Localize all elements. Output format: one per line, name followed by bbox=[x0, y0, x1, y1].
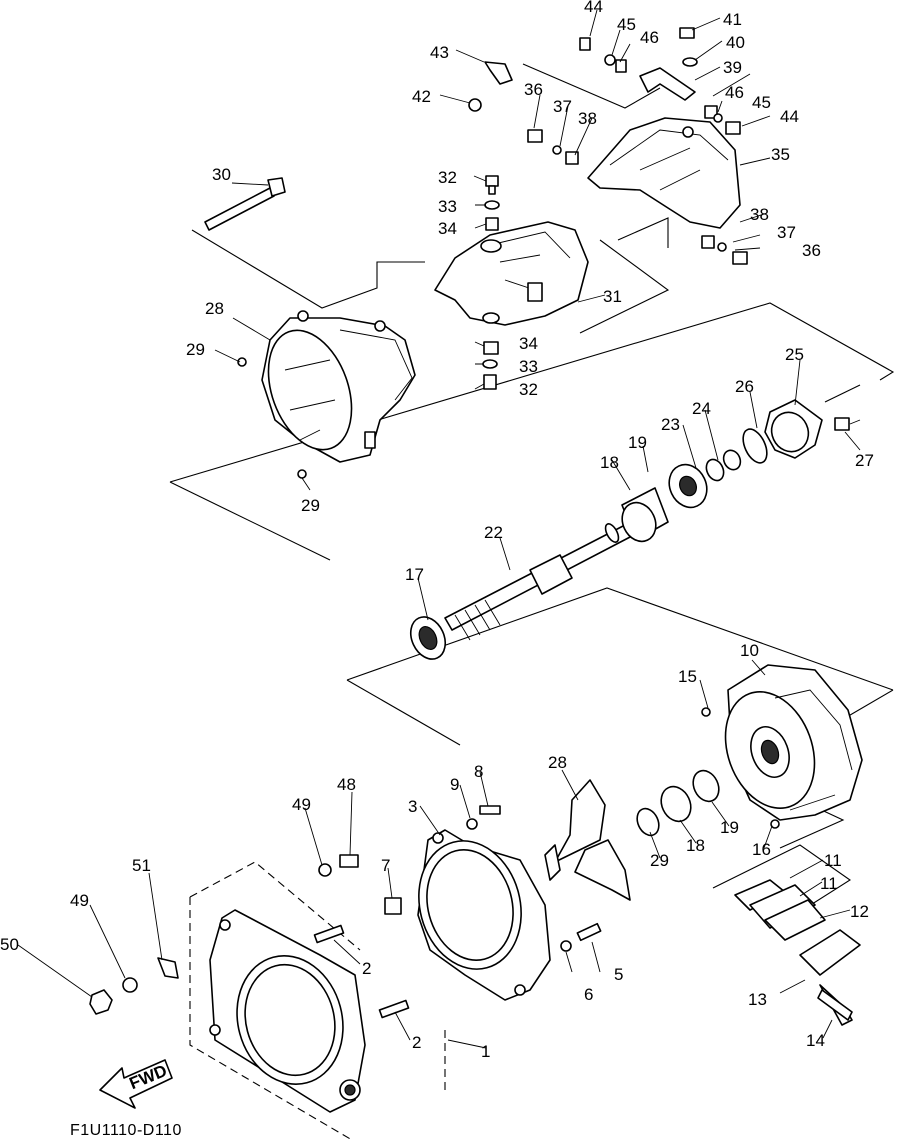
steering-nozzle-part-28 bbox=[261, 310, 416, 463]
callout-8: 9 bbox=[450, 775, 459, 794]
deflector-part-35 bbox=[587, 117, 741, 229]
callout-36b: 36 bbox=[802, 241, 821, 260]
callout-11b: 12 bbox=[850, 902, 869, 921]
callout-2b: 2 bbox=[412, 1033, 421, 1052]
callout-37b: 37 bbox=[777, 223, 796, 242]
callout-10: 11 bbox=[820, 874, 838, 893]
callout-46a: 46 bbox=[640, 28, 659, 47]
impeller-part-26 bbox=[544, 779, 631, 901]
callout-20: 22 bbox=[484, 523, 503, 542]
callout-9: 10 bbox=[740, 641, 759, 660]
callout-23: 25 bbox=[785, 345, 804, 364]
forward-direction-arrow: FWD bbox=[99, 1059, 173, 1109]
callout-5: 6 bbox=[584, 985, 593, 1004]
callout-44b: 44 bbox=[780, 107, 799, 126]
callout-39: 39 bbox=[723, 58, 742, 77]
callout-48: 49 bbox=[292, 795, 311, 814]
callout-34b: 34 bbox=[519, 334, 538, 353]
callout-34a: 34 bbox=[438, 219, 457, 238]
callout-30: 30 bbox=[212, 165, 231, 184]
callout-35: 35 bbox=[771, 145, 790, 164]
callout-13: 14 bbox=[806, 1031, 825, 1050]
callout-50: 50 bbox=[0, 935, 19, 954]
callout-labels: 44 45 46 41 40 39 43 42 36 37 38 46 45 4… bbox=[0, 0, 874, 1061]
callout-29b: 29 bbox=[301, 496, 320, 515]
intake-dashed-outline bbox=[189, 861, 446, 1140]
callout-11a: 11 bbox=[824, 851, 842, 870]
callout-4: 5 bbox=[614, 965, 623, 984]
callout-36a: 36 bbox=[524, 80, 543, 99]
linkage-parts-39-43 bbox=[484, 61, 696, 101]
callout-15: 17 bbox=[405, 565, 424, 584]
pump-housing-part-9 bbox=[724, 664, 863, 821]
callout-2a: 2 bbox=[362, 959, 371, 978]
fasteners bbox=[89, 27, 853, 1021]
callout-28: 28 bbox=[205, 299, 224, 318]
callout-12: 13 bbox=[748, 990, 767, 1009]
diagram-code: F1U1110-D110 bbox=[70, 1122, 182, 1139]
callout-19: 19 bbox=[720, 818, 739, 837]
callout-33a: 33 bbox=[438, 197, 457, 216]
intake-duct-part-1 bbox=[209, 909, 366, 1113]
bearings-and-seals bbox=[409, 399, 823, 837]
drive-shaft-part-20 bbox=[444, 523, 633, 641]
callout-32b: 32 bbox=[519, 380, 538, 399]
callout-37a: 37 bbox=[553, 97, 572, 116]
callout-31: 31 bbox=[603, 287, 622, 306]
callout-33b: 33 bbox=[519, 357, 538, 376]
callout-17: 19 bbox=[628, 433, 647, 452]
callout-32a: 32 bbox=[438, 168, 457, 187]
callout-40: 40 bbox=[726, 33, 745, 52]
callout-14b: 16 bbox=[752, 840, 771, 859]
callout-51: 51 bbox=[132, 856, 151, 875]
callout-45b: 45 bbox=[752, 93, 771, 112]
callout-18: 18 bbox=[686, 836, 705, 855]
callout-38a: 38 bbox=[578, 109, 597, 128]
callout-41: 41 bbox=[723, 10, 742, 29]
duct-adaptor-part-3 bbox=[417, 829, 551, 1001]
callout-26: 28 bbox=[548, 753, 567, 772]
callout-7: 8 bbox=[474, 762, 483, 781]
callout-27: 29 bbox=[650, 851, 669, 870]
callout-22: 24 bbox=[692, 399, 711, 418]
callout-3: 3 bbox=[408, 797, 417, 816]
callout-45a: 45 bbox=[617, 15, 636, 34]
callout-1: 1 bbox=[481, 1042, 490, 1061]
leader-lines bbox=[17, 9, 861, 1049]
callout-49: 49 bbox=[70, 891, 89, 910]
callout-47: 48 bbox=[337, 775, 356, 794]
callout-16: 18 bbox=[600, 453, 619, 472]
callout-43: 43 bbox=[430, 43, 449, 62]
steering-bracket-part-31 bbox=[434, 221, 589, 326]
callout-44a: 44 bbox=[584, 0, 603, 16]
callout-6: 7 bbox=[381, 856, 390, 875]
callout-29a: 29 bbox=[186, 340, 205, 359]
callout-42: 42 bbox=[412, 87, 431, 106]
callout-14a: 15 bbox=[678, 667, 697, 686]
callout-38b: 38 bbox=[750, 205, 769, 224]
callout-24: 26 bbox=[735, 377, 754, 396]
callout-21: 23 bbox=[661, 415, 680, 434]
callout-25: 27 bbox=[855, 451, 874, 470]
callout-46b: 46 bbox=[725, 83, 744, 102]
